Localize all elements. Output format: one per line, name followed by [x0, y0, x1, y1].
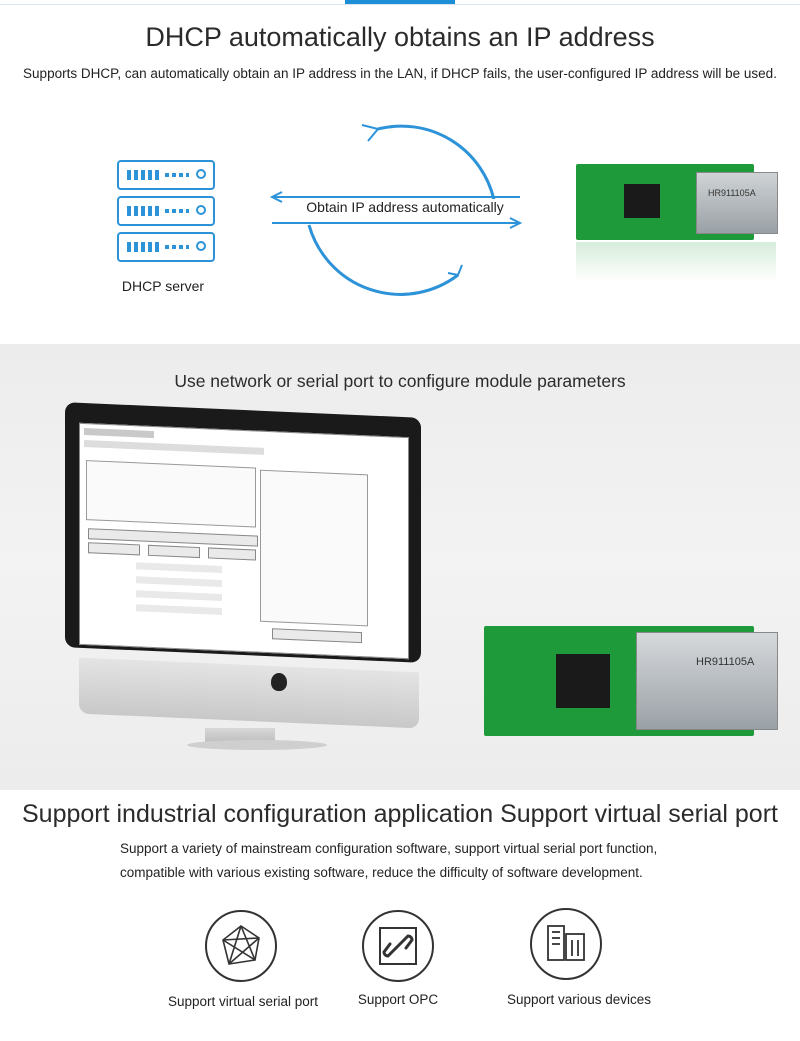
chip-icon — [556, 654, 610, 708]
apple-logo-icon — [271, 673, 287, 691]
industrial-title: Support industrial configuration applica… — [22, 800, 778, 828]
chip-icon — [624, 184, 660, 218]
save-params-button — [272, 628, 362, 644]
feature-label: Support OPC — [357, 992, 439, 1007]
rj45-part-number: HR911105A — [696, 656, 755, 668]
top-divider — [0, 4, 800, 5]
ethernet-module-closeup: HR911105A — [484, 626, 800, 738]
config-title: Use network or serial port to configure … — [174, 371, 626, 391]
dhcp-subtitle: Supports DHCP, can automatically obtain … — [23, 66, 777, 81]
ethernet-module-image: HR911105A — [576, 164, 778, 282]
feature-label: Support various devices — [506, 992, 652, 1007]
arrow-icon — [447, 264, 463, 277]
arrow-icon — [361, 124, 380, 142]
arrow-right-icon — [509, 217, 523, 229]
arrow-left-icon — [269, 191, 283, 203]
ip-cycle-diagram — [269, 124, 523, 296]
devices-icon — [530, 908, 602, 980]
rj45-part-number: HR911105A — [708, 188, 756, 198]
obtain-ip-label: Obtain IP address automatically — [306, 199, 504, 215]
params-panel — [260, 469, 368, 627]
config-software-window — [79, 422, 409, 660]
link-icon — [362, 910, 434, 982]
dhcp-title: DHCP automatically obtains an IP address — [145, 22, 655, 52]
dhcp-server-label: DHCP server — [121, 278, 205, 294]
network-mesh-icon — [205, 910, 277, 982]
industrial-desc-line1: Support a variety of mainstream configur… — [120, 841, 658, 856]
feature-label: Support virtual serial port — [167, 994, 319, 1009]
rj45-jack — [696, 172, 778, 234]
server-icon — [117, 160, 215, 268]
industrial-desc-line2: compatible with various existing softwar… — [120, 865, 643, 880]
device-list — [86, 460, 256, 528]
rj45-jack — [636, 632, 778, 730]
top-accent-bar — [345, 0, 455, 5]
